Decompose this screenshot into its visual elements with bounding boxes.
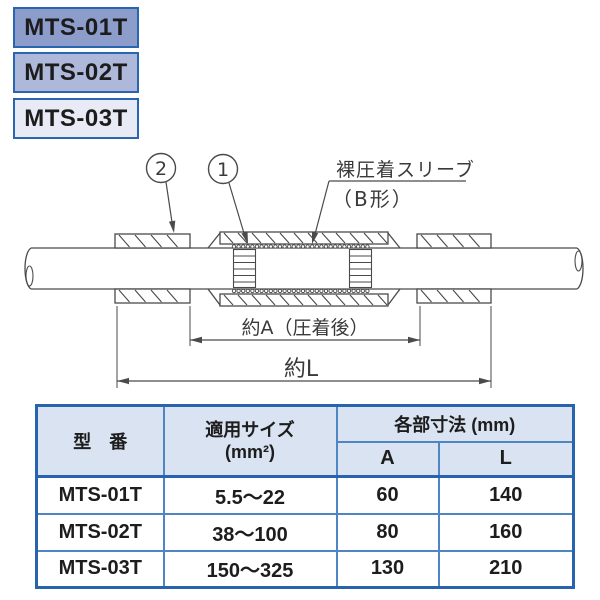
cell-model: MTS-03T xyxy=(35,549,165,589)
cell-size: 150～325 xyxy=(162,549,338,589)
cell-l: 210 xyxy=(437,549,575,589)
table-row: MTS-03T 150～325 130 210 xyxy=(35,549,575,589)
callout-1-label: 1 xyxy=(217,159,229,181)
drawing-lines xyxy=(24,180,584,388)
sleeve-wall-bottom xyxy=(219,293,389,307)
cell-l: 160 xyxy=(437,512,575,552)
tag-mts-03t[interactable]: MTS-03T xyxy=(13,98,139,139)
cell-size: 5.5～22 xyxy=(162,475,338,515)
cell-size: 38～100 xyxy=(162,512,338,552)
dim-l-label: 約L xyxy=(284,357,319,382)
left-insulation-bottom xyxy=(114,288,191,304)
right-insulation-bottom xyxy=(416,288,492,304)
cell-a: 60 xyxy=(335,475,440,515)
strands-left xyxy=(232,248,257,289)
table-row: MTS-01T 5.5～22 60 140 xyxy=(35,475,575,515)
sleeve-type-label: （B形） xyxy=(332,187,414,211)
cell-a: 130 xyxy=(335,549,440,589)
header-dims: 各部寸法 (mm) xyxy=(335,404,575,443)
callout-2-label: 2 xyxy=(155,158,167,180)
tag-mts-01t[interactable]: MTS-01T xyxy=(13,7,139,48)
strands-right xyxy=(348,248,373,289)
dim-a-label: 約A（圧着後） xyxy=(242,317,369,339)
callout-2-circle xyxy=(145,152,177,184)
right-insulation-top xyxy=(416,233,492,249)
sleeve-serrations xyxy=(231,244,370,294)
header-size: 適用サイズ (mm²) xyxy=(162,404,338,478)
cell-a: 80 xyxy=(335,512,440,552)
spec-table: 型 番 適用サイズ (mm²) 各部寸法 (mm) A L MTS-01T 5.… xyxy=(35,404,575,589)
sleeve-flares xyxy=(207,232,401,306)
table-row: MTS-02T 38～100 80 160 xyxy=(35,512,575,552)
callout-1-circle xyxy=(207,153,239,185)
left-insulation-top xyxy=(114,233,191,249)
cell-model: MTS-02T xyxy=(35,512,165,552)
sleeve-wall-top xyxy=(219,231,389,245)
cell-model: MTS-01T xyxy=(35,475,165,515)
cell-l: 140 xyxy=(437,475,575,515)
header-dim-a: A xyxy=(335,440,440,478)
extension-lines xyxy=(116,306,492,388)
tag-mts-02t[interactable]: MTS-02T xyxy=(13,52,139,93)
sleeve-label: 裸圧着スリーブ xyxy=(336,158,475,181)
header-dim-l: L xyxy=(437,440,575,478)
leader-lines xyxy=(165,180,466,244)
conductor xyxy=(24,247,584,290)
header-model: 型 番 xyxy=(35,404,165,478)
dimension-lines xyxy=(117,336,491,385)
